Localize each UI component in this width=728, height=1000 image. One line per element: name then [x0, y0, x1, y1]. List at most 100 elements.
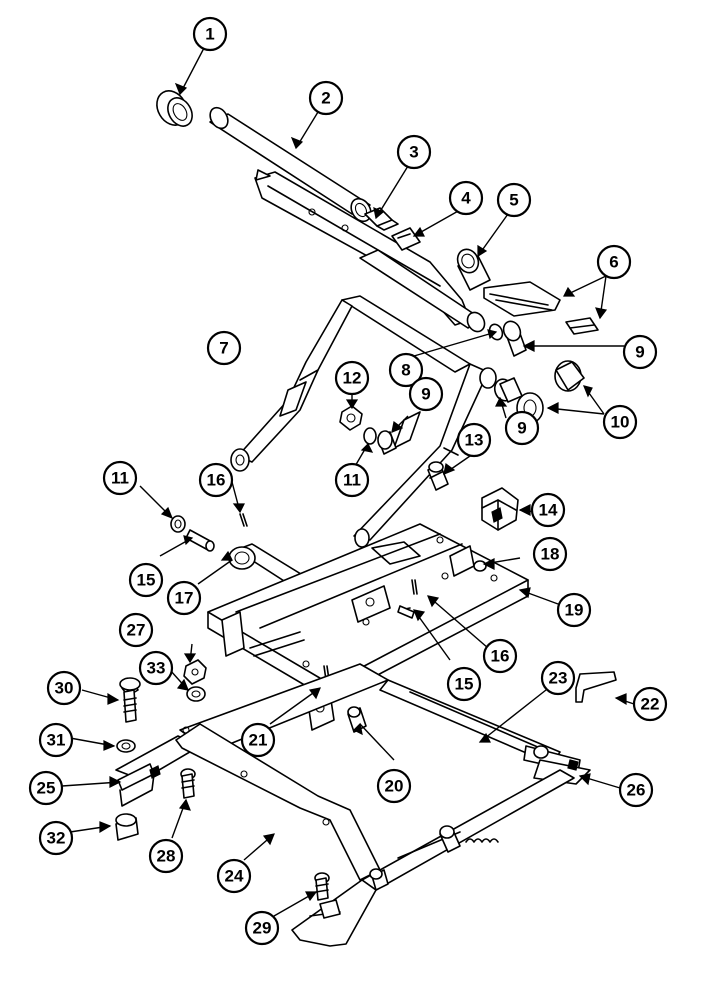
callout-number: 6: [609, 253, 618, 272]
callout-number: 20: [385, 777, 404, 796]
callout-number: 16: [207, 471, 226, 490]
callout-9: 9: [622, 334, 658, 370]
callout-circle: [622, 334, 658, 370]
callout-number: 29: [253, 919, 272, 938]
callout-number: 23: [549, 669, 568, 688]
callout-number: 27: [127, 621, 146, 640]
callout-circle: [530, 492, 566, 528]
callout-circle: [128, 562, 164, 598]
callout-number: 4: [461, 189, 471, 208]
callout-circle: [504, 410, 540, 446]
callout-number: 8: [401, 361, 410, 380]
callout-circle: [38, 722, 74, 758]
callout-12: 12: [334, 360, 370, 396]
leader-arrowheads: [99, 82, 627, 902]
callout-circle: [46, 670, 82, 706]
callout-circle: [118, 612, 154, 648]
part-sleeve: [456, 248, 491, 291]
part-hardware-small: [115, 659, 330, 901]
callout-number: 14: [539, 501, 558, 520]
callout-number: 15: [455, 675, 474, 694]
callout-25: 25: [28, 770, 64, 806]
part-end-cap: [156, 90, 193, 127]
callout-circle: [632, 686, 668, 722]
callout-circle: [216, 858, 252, 894]
callout-circle: [376, 768, 412, 804]
callout-circle: [448, 180, 484, 216]
callout-19: 19: [556, 592, 592, 628]
callout-2: 2: [308, 80, 344, 116]
callout-circle: [446, 666, 482, 702]
callout-number: 10: [611, 413, 630, 432]
callout-16: 16: [482, 638, 518, 674]
callout-number: 11: [343, 471, 361, 490]
callout-circle: [138, 650, 174, 686]
callout-circle: [602, 404, 638, 440]
callout-circle: [102, 460, 138, 496]
callout-26: 26: [618, 772, 654, 808]
callout-number: 32: [47, 829, 66, 848]
callout-7: 7: [206, 330, 242, 366]
callout-number: 19: [565, 601, 584, 620]
callout-circle: [244, 910, 280, 946]
callout-number: 18: [541, 545, 560, 564]
callout-30: 30: [46, 670, 82, 706]
callout-circle: [148, 838, 184, 874]
callout-circle: [388, 352, 424, 388]
callout-32: 32: [38, 820, 74, 856]
callout-11: 11: [102, 460, 138, 496]
callout-number: 5: [509, 191, 518, 210]
callout-4: 4: [448, 180, 484, 216]
callout-number: 3: [409, 143, 418, 162]
callout-28: 28: [148, 838, 184, 874]
callout-number: 33: [147, 659, 166, 678]
callout-22: 22: [632, 686, 668, 722]
callout-27: 27: [118, 612, 154, 648]
callout-9: 9: [504, 410, 540, 446]
callout-circle: [596, 244, 632, 280]
callout-number: 16: [491, 647, 510, 666]
callout-18: 18: [532, 536, 568, 572]
callout-number: 9: [517, 419, 526, 438]
callout-3: 3: [396, 134, 432, 170]
callout-number: 25: [37, 779, 56, 798]
part-bumper-block: [481, 487, 519, 531]
callout-20: 20: [376, 768, 412, 804]
part-bolt-13: [427, 461, 449, 491]
callout-number: 31: [47, 731, 66, 750]
callout-circle: [496, 182, 532, 218]
callout-number: 15: [137, 571, 156, 590]
part-large-bushings: [516, 360, 585, 424]
part-bracket-clip: [391, 227, 421, 251]
callout-10: 10: [602, 404, 638, 440]
callout-circle: [192, 16, 228, 52]
callout-number: 2: [321, 89, 330, 108]
callout-circle: [28, 770, 64, 806]
part-washer-bushing-upper: [488, 320, 527, 357]
callout-8: 8: [388, 352, 424, 388]
callout-circle: [308, 80, 344, 116]
callout-number: 30: [55, 679, 74, 698]
callout-15: 15: [446, 666, 482, 702]
callout-6: 6: [596, 244, 632, 280]
callout-circle: [456, 422, 492, 458]
callout-number: 22: [641, 695, 660, 714]
callout-number: 11: [111, 469, 129, 488]
part-shims: [483, 281, 599, 335]
callout-23: 23: [540, 660, 576, 696]
callout-number: 24: [225, 867, 244, 886]
callout-circle: [408, 376, 444, 412]
callout-circle: [240, 722, 276, 758]
callout-17: 17: [166, 580, 202, 616]
callout-24: 24: [216, 858, 252, 894]
part-link-frame: [230, 295, 497, 548]
callout-13: 13: [456, 422, 492, 458]
callout-number: 1: [205, 25, 214, 44]
callout-circle: [556, 592, 592, 628]
callout-circle: [198, 462, 234, 498]
callout-9: 9: [408, 376, 444, 412]
callout-number: 13: [465, 431, 484, 450]
callout-number: 21: [249, 731, 268, 750]
callout-number: 17: [175, 589, 194, 608]
